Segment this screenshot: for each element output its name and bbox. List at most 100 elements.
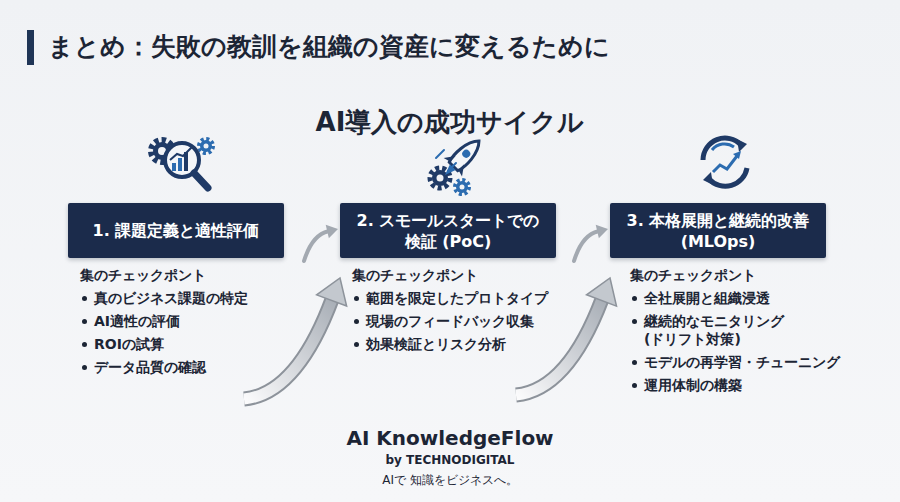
- arrow-head: [317, 278, 347, 306]
- bullet-dot: [354, 296, 359, 301]
- icon-shape: [153, 142, 171, 160]
- icon-shape: [444, 151, 456, 163]
- icon-shape: [457, 164, 469, 176]
- flow-arrow: [244, 225, 347, 399]
- arrow-shaft-small: [304, 231, 328, 261]
- checkpoint-list: 集のチェックポント真のビジネス課題の特定 AI適性の評価 ROIの試算データ品質の確…: [68, 258, 284, 399]
- cycle-heading: AI導入の成功サイクル: [0, 105, 900, 139]
- footer-brand-text: AI KnowledgeFlow: [0, 425, 900, 451]
- icon-shape: [432, 170, 448, 186]
- icon-shape: [733, 151, 741, 159]
- bullet-dot: [82, 365, 87, 370]
- checkpoint-item: 現場のフィードバック収集: [352, 312, 556, 330]
- checkpoint-text: 現場のフィードバック収集: [366, 312, 534, 330]
- step-header-text: 1. 課題定義と適性評価: [93, 220, 260, 241]
- icon-shape: [712, 144, 734, 150]
- arrow-shaft-outline: [516, 299, 602, 395]
- checkpoint-list: 集のチェックポント全社展開と組織浸透継続的なモニタリング (ドリフト対策)モデル…: [610, 258, 826, 417]
- arrow-shaft: [516, 299, 602, 395]
- bullet-dot: [82, 319, 87, 324]
- checkpoint-list: 集のチェックポント範囲を限定したプロトタイプ現場のフィードバック収集効果検証とリ…: [340, 258, 556, 376]
- icon-shape: [442, 164, 455, 177]
- icon-shape: [448, 136, 484, 172]
- step-header-box: 1. 課題定義と適性評価: [68, 203, 284, 258]
- icon-shape: [165, 143, 199, 177]
- checkpoint-item: 範囲を限定したプロトタイプ: [352, 289, 556, 307]
- icon-shape: [436, 150, 444, 158]
- icon-shape: [713, 156, 737, 172]
- title-accent-bar: [27, 30, 34, 65]
- icon-shape: [170, 147, 192, 160]
- arrow-shaft-outline: [244, 299, 332, 399]
- checkpoint-item: 効果検証とリスク分析: [352, 335, 556, 353]
- icon-shape: [178, 158, 182, 171]
- checkpoint-item: ROIの試算: [80, 335, 284, 353]
- icon-shape: [151, 140, 173, 162]
- checkpoint-text: データ品質の確認: [94, 358, 206, 376]
- icon-shape: [158, 147, 166, 155]
- bullet-dot: [354, 319, 359, 324]
- icon-shape: [737, 139, 747, 152]
- step-node: 3. 本格展開と継続的改善 (MLOps) 集のチェックポント全社展開と組織浸透継…: [610, 203, 826, 417]
- checkpoint-heading: 集のチェックポント: [352, 266, 556, 284]
- icon-shape: [199, 139, 213, 153]
- icon-shape: [703, 138, 741, 160]
- arrow-head-small: [596, 225, 608, 239]
- arrow-head-small: [326, 225, 338, 239]
- checkpoint-item: データ品質の確認: [80, 358, 284, 376]
- checkpoint-text: 効果検証とリスク分析: [366, 335, 506, 353]
- step-header-box: 3. 本格展開と継続的改善 (MLOps): [610, 203, 826, 258]
- checkpoint-item: 継続的なモニタリング (ドリフト対策): [630, 312, 826, 348]
- slide-title: まとめ：失敗の教訓を組織の資産に変えるために: [48, 29, 610, 65]
- checkpoint-text: 運用体制の構築: [644, 376, 742, 394]
- arrow-head: [587, 278, 617, 306]
- icon-shape: [461, 148, 472, 159]
- icon-shape: [460, 185, 465, 190]
- step-header-text: 3. 本格展開と継続的改善 (MLOps): [618, 210, 818, 252]
- checkpoint-heading: 集のチェックポント: [630, 266, 826, 284]
- icon-shape: [172, 163, 176, 171]
- checkpoint-item: AI適性の評価: [80, 312, 284, 330]
- checkpoint-text: AI適性の評価: [94, 312, 180, 330]
- icon-shape: [200, 140, 212, 152]
- icon-shape: [194, 173, 208, 188]
- icon-shape: [709, 168, 747, 186]
- checkpoint-text: ROIの試算: [94, 335, 164, 353]
- icon-shape: [703, 172, 713, 185]
- arrow-shaft-small: [574, 231, 598, 261]
- step-header-text: 2. スモールスタートでの 検証 (PoC): [348, 210, 548, 252]
- icon-shape: [456, 181, 468, 193]
- icon-shape: [184, 152, 188, 171]
- cycle-icon: [703, 138, 747, 186]
- bullet-dot: [632, 296, 637, 301]
- step-node: 1. 課題定義と適性評価集のチェックポント真のビジネス課題の特定 AI適性の評価 R…: [68, 203, 284, 399]
- checkpoint-item: 運用体制の構築: [630, 376, 826, 394]
- analysis-icon: [151, 139, 213, 188]
- bullet-dot: [354, 342, 359, 347]
- rocket-icon: [430, 132, 488, 194]
- bullet-dot: [82, 296, 87, 301]
- bullet-dot: [632, 360, 637, 365]
- step-node: 2. スモールスタートでの 検証 (PoC) 集のチェックポント範囲を限定したプロ…: [340, 203, 556, 395]
- checkpoint-text: 全社展開と組織浸透: [644, 289, 770, 307]
- bullet-dot: [632, 383, 637, 388]
- arrow-shaft: [244, 299, 332, 399]
- checkpoint-text: モデルの再学習・チューニング: [644, 353, 840, 371]
- icon-shape: [448, 163, 456, 171]
- checkpoint-text: 継続的なモニタリング (ドリフト対策): [644, 312, 844, 348]
- bullet-dot: [82, 342, 87, 347]
- icon-shape: [437, 175, 444, 182]
- checkpoint-item: 全社展開と組織浸透: [630, 289, 826, 307]
- icon-shape: [436, 132, 488, 184]
- checkpoint-heading: 集のチェックポント: [80, 266, 284, 284]
- checkpoint-text: 範囲を限定したプロトタイプ: [366, 289, 548, 307]
- checkpoint-item: 真のビジネス課題の特定: [80, 289, 284, 307]
- icon-shape: [430, 168, 450, 188]
- icon-shape: [204, 144, 209, 149]
- icon-shape: [455, 180, 469, 194]
- bullet-dot: [632, 319, 637, 324]
- footer-brand-text: by TECHNODIGITAL: [0, 452, 900, 468]
- checkpoint-text: 真のビジネス課題の特定: [94, 289, 248, 307]
